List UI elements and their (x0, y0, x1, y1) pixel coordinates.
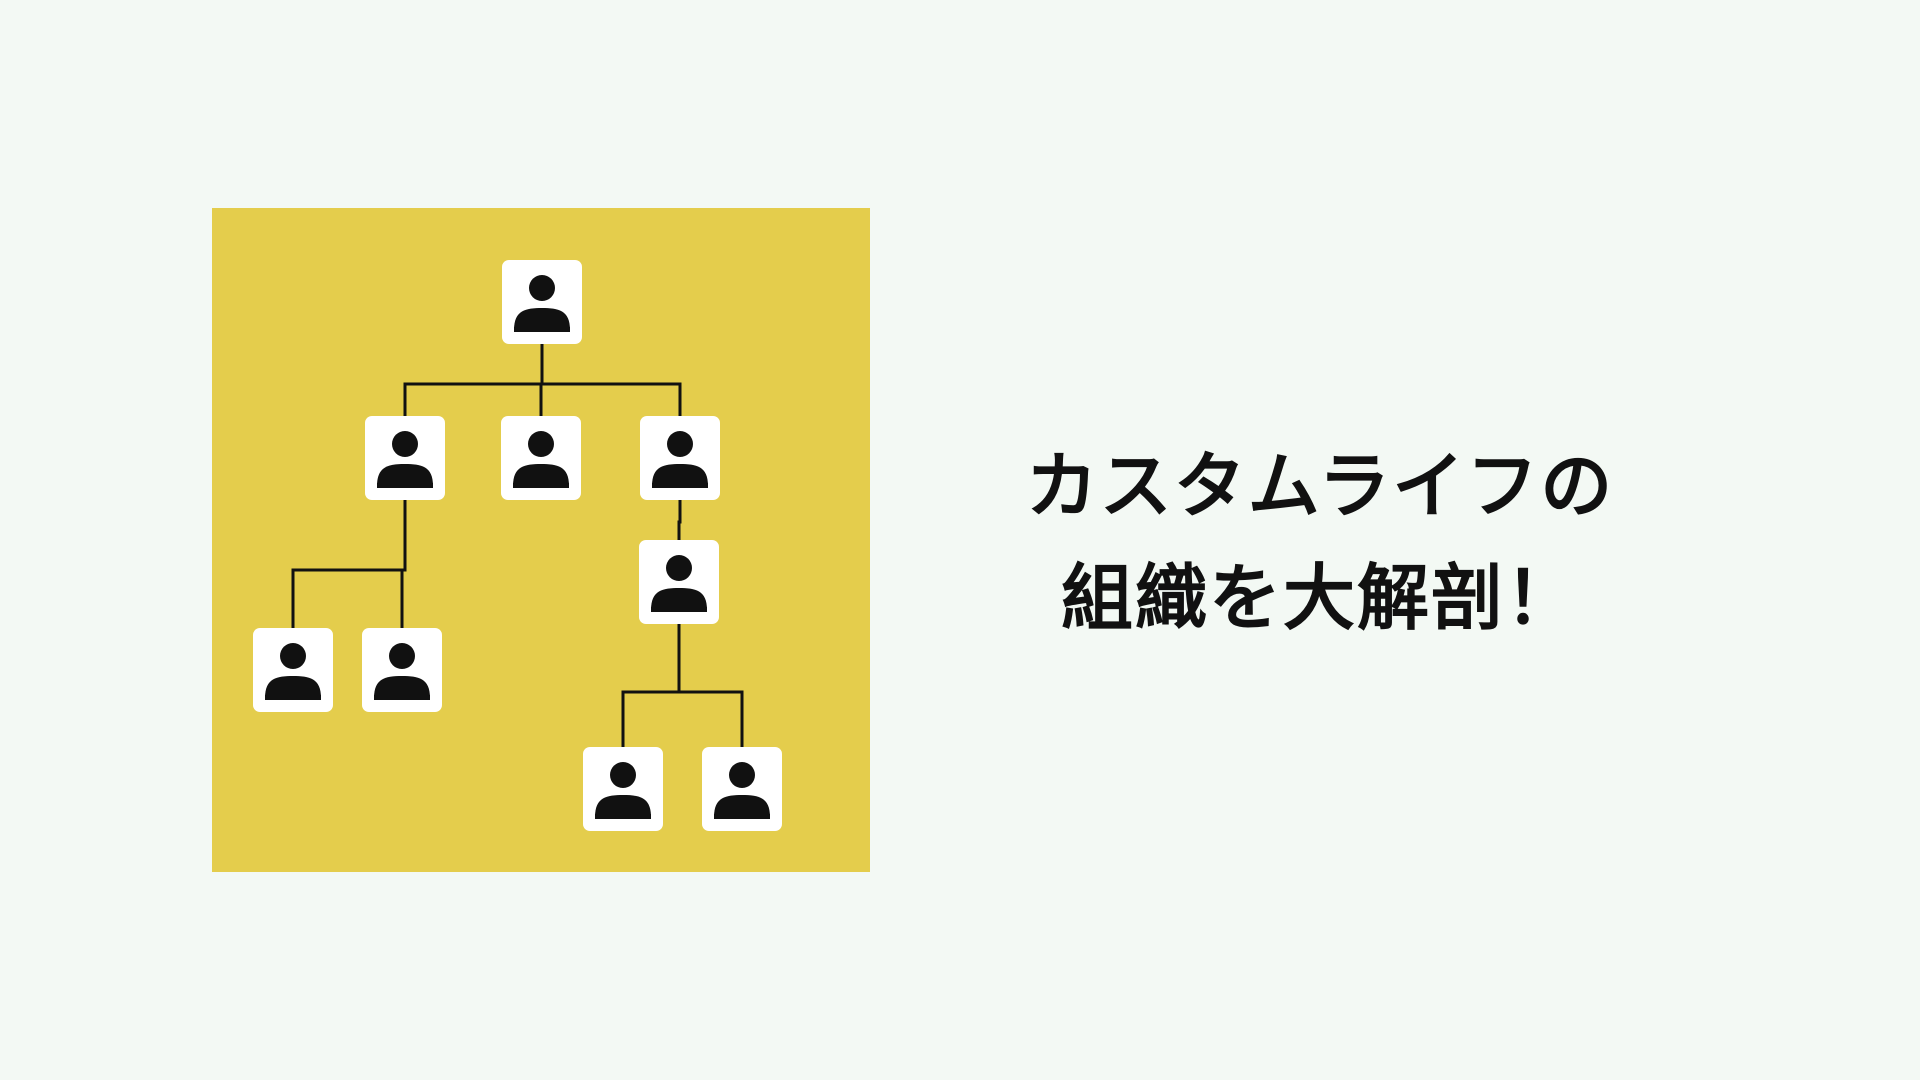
org-node-right-member-1 (583, 747, 663, 831)
title-line-2: 組織を大解剖！ (1060, 556, 1579, 640)
person-base (377, 483, 433, 488)
org-chart-diagram (253, 260, 782, 831)
person-head (392, 431, 418, 457)
person-base (514, 327, 570, 332)
org-node-root (502, 260, 582, 344)
person-body (374, 676, 430, 698)
org-node-right-member-2 (702, 747, 782, 831)
person-body (514, 308, 570, 330)
person-icon (514, 275, 570, 332)
person-icon (374, 643, 430, 700)
org-node-right-submanager (639, 540, 719, 624)
person-head (529, 275, 555, 301)
person-body (513, 464, 569, 486)
person-head (280, 643, 306, 669)
person-body (652, 464, 708, 486)
person-base (265, 695, 321, 700)
person-head (389, 643, 415, 669)
person-icon (714, 762, 770, 819)
org-node-left-member-1 (253, 628, 333, 712)
org-node-right-manager (640, 416, 720, 500)
person-head (666, 555, 692, 581)
person-base (595, 814, 651, 819)
title-line-1: カスタムライフの (1025, 444, 1615, 528)
person-body (714, 795, 770, 817)
person-base (374, 695, 430, 700)
person-body (265, 676, 321, 698)
person-icon (652, 431, 708, 488)
person-head (667, 431, 693, 457)
org-node-center-manager (501, 416, 581, 500)
person-icon (513, 431, 569, 488)
org-chart-connectors (291, 342, 744, 749)
person-head (528, 431, 554, 457)
page-title: カスタムライフの 組織を大解剖！ (940, 430, 1700, 654)
person-icon (377, 431, 433, 488)
org-chart-nodes (253, 260, 782, 831)
person-body (651, 588, 707, 610)
person-body (377, 464, 433, 486)
person-icon (265, 643, 321, 700)
person-base (651, 607, 707, 612)
person-head (729, 762, 755, 788)
org-node-left-manager (365, 416, 445, 500)
org-chart-panel (212, 208, 870, 872)
person-icon (595, 762, 651, 819)
person-body (595, 795, 651, 817)
org-node-left-member-2 (362, 628, 442, 712)
person-base (652, 483, 708, 488)
person-base (714, 814, 770, 819)
person-head (610, 762, 636, 788)
person-base (513, 483, 569, 488)
person-icon (651, 555, 707, 612)
